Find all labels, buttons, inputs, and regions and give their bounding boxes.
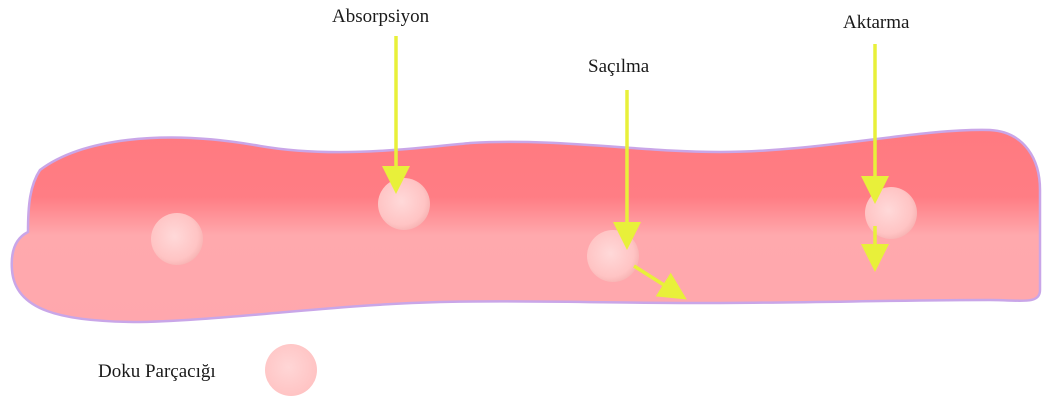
legend-particle-swatch	[265, 344, 317, 396]
tissue-particle	[151, 213, 203, 265]
legend-particle-label: Doku Parçacığı	[98, 362, 216, 381]
scattering-label: Saçılma	[588, 57, 649, 76]
transfer-label: Aktarma	[843, 13, 909, 32]
absorption-label: Absorpsiyon	[332, 7, 429, 26]
tissue-particle-transfer	[865, 187, 917, 239]
tissue-particle-scattering	[587, 230, 639, 282]
tissue-particle-absorption	[378, 178, 430, 230]
